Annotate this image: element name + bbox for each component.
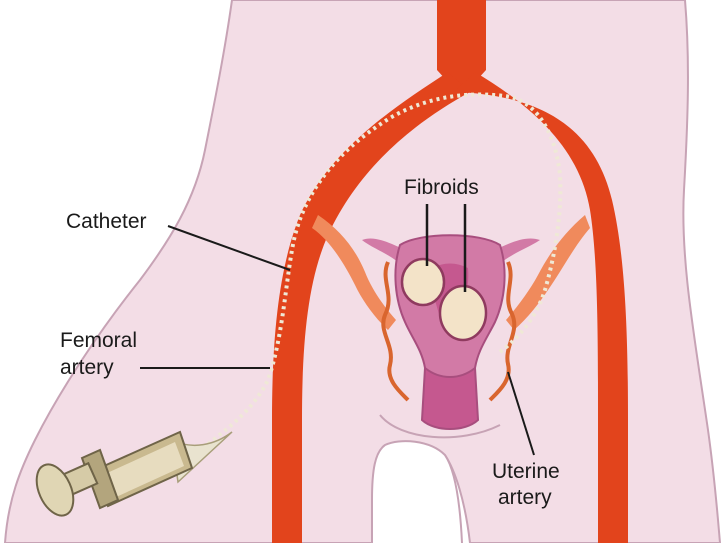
label-uterine-line1: Uterine — [492, 460, 560, 483]
aorta — [437, 0, 486, 92]
fallopian-tube-right — [495, 238, 540, 262]
uterine-artery-branch-left — [312, 215, 396, 330]
inner-thigh-line — [444, 454, 463, 543]
label-fibroids: Fibroids — [404, 176, 479, 199]
uterine-vessels-left — [381, 261, 410, 402]
uterine-vessels-right — [488, 261, 517, 402]
label-uterine-line2: artery — [498, 486, 552, 509]
label-femoral-line1: Femoral — [60, 329, 137, 352]
femoral-artery-right — [454, 72, 628, 543]
cervix — [420, 366, 480, 430]
syringe — [35, 430, 233, 517]
fibroid-right — [438, 284, 488, 342]
label-catheter: Catheter — [66, 210, 147, 233]
fibroid-left — [400, 257, 446, 307]
leader-line-uterine — [507, 371, 535, 456]
uterine-artery-branch-right — [506, 215, 590, 330]
label-femoral-line2: artery — [60, 356, 114, 379]
pubic-contour — [379, 414, 501, 439]
femoral-artery-left — [272, 72, 470, 543]
fallopian-tube-left — [362, 238, 405, 262]
leader-line-catheter — [167, 225, 291, 271]
